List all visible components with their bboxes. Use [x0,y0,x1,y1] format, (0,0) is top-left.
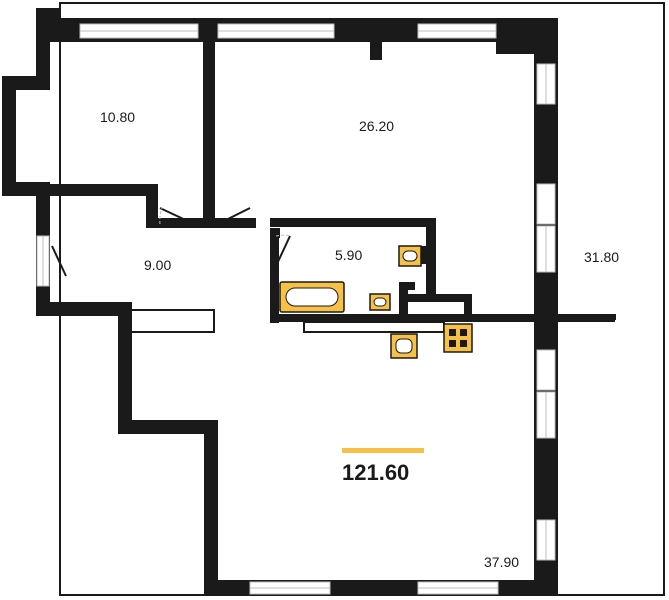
room-area-bedroom-large: 26.20 [359,118,394,134]
room-area-living-kitchen: 37.90 [484,554,519,570]
wall-bath-step-top [399,282,415,290]
wall-left-upper [36,18,50,80]
wall-bath-top [270,218,436,227]
wall-left-lower [118,302,132,434]
bath-sink-icon [369,293,391,311]
wall-bath-bottom [270,314,615,322]
hall-partition [127,309,215,333]
balcony-outline [59,2,665,596]
kitchen-counter [303,321,445,333]
wall-jamb [270,228,280,238]
door-balcony-upper [536,183,556,225]
door-bathroom [275,234,291,267]
stove-icon [443,323,473,353]
wall-bath-right [426,218,436,298]
total-area: 121.60 [342,460,409,485]
wall-bath-left [270,228,279,323]
wall-bedroom-divider [203,18,215,228]
wall-stub [370,40,382,60]
wall-hall-top [146,218,256,228]
wall-bath-shelf-side [464,294,472,322]
balcony-partition [558,314,616,320]
toilet-icon [398,245,422,267]
kitchen-sink-icon [390,333,418,359]
wall-small-bedroom-jamb [146,184,158,228]
door-small-bedroom [159,207,195,225]
door-balcony-lower [536,349,556,391]
total-area-accent-bar [342,448,424,453]
room-area-bathroom: 5.90 [335,247,362,263]
room-area-hall: 9.00 [144,257,171,273]
wall-bath-shelf [408,294,472,302]
door-large-bedroom [217,207,251,225]
wall-bath-step [399,282,408,314]
wall-corner-bottom-right [534,560,558,596]
door-hall-left [51,245,67,277]
bathtub-icon [279,281,345,313]
wall-small-bedroom-bottom [36,184,150,196]
room-area-balcony: 31.80 [584,249,619,265]
wall-toilet-niche [420,246,430,264]
wall-bay-left [2,76,16,196]
wall-hall-bottom [36,302,132,316]
room-area-bedroom-small: 10.80 [100,109,135,125]
wall-right [534,18,558,596]
wall-left-bottom [204,420,218,595]
wall-step [118,420,218,434]
